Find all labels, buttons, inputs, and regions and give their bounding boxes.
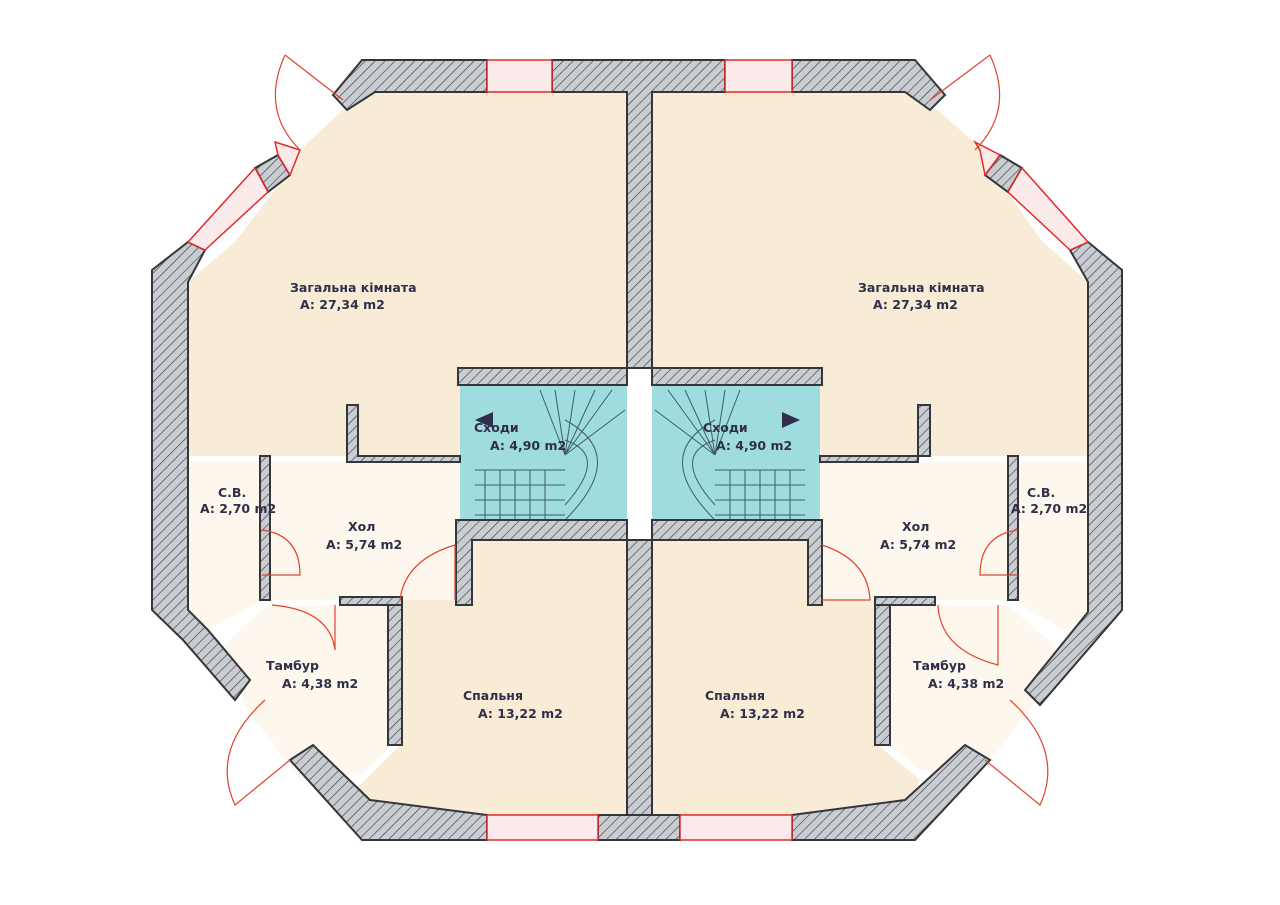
right-vestibule-area: A: 4,38 m2 <box>928 676 1004 691</box>
door-swing-icon <box>226 54 1049 806</box>
left-hall-name: Хол <box>348 519 375 534</box>
right-wc-name: С.В. <box>1027 485 1055 500</box>
right-bedroom-area: A: 13,22 m2 <box>720 706 805 721</box>
left-vestibule-area: A: 4,38 m2 <box>282 676 358 691</box>
right-hall-name: Хол <box>902 519 929 534</box>
left-living-floor <box>188 92 627 456</box>
right-vestibule-name: Тамбур <box>913 658 966 673</box>
left-hall-area: A: 5,74 m2 <box>326 537 402 552</box>
left-bedroom-floor <box>355 540 627 815</box>
right-wc-floor <box>1015 462 1088 632</box>
left-living-name: Загальна кімната <box>290 280 417 295</box>
right-living-floor <box>652 92 1088 456</box>
arrow-icon <box>475 412 493 428</box>
room-labels: Загальна кімната A: 27,34 m2 Загальна кі… <box>200 280 1087 721</box>
left-wc-name: С.В. <box>218 485 246 500</box>
right-stairs-name: Сходи <box>703 420 748 435</box>
left-stairs-name: Сходи <box>474 420 519 435</box>
right-living-area: A: 27,34 m2 <box>873 297 958 312</box>
left-vestibule-floor <box>218 605 392 780</box>
stair-treads <box>475 389 805 521</box>
right-stairs-area: A: 4,90 m2 <box>716 438 792 453</box>
left-living-area: A: 27,34 m2 <box>300 297 385 312</box>
left-hall-floor <box>268 462 460 600</box>
left-stairs-area: A: 4,90 m2 <box>490 438 566 453</box>
arrow-icon <box>782 412 800 428</box>
left-bedroom-area: A: 13,22 m2 <box>478 706 563 721</box>
right-stairs-floor <box>652 385 820 520</box>
left-wc-area: A: 2,70 m2 <box>200 501 276 516</box>
window-icon <box>186 59 1090 841</box>
right-wc-area: A: 2,70 m2 <box>1011 501 1087 516</box>
right-living-name: Загальна кімната <box>858 280 985 295</box>
left-wc-floor <box>188 462 262 630</box>
walls <box>151 59 1123 841</box>
left-bedroom-name: Спальня <box>463 688 523 703</box>
right-hall-area: A: 5,74 m2 <box>880 537 956 552</box>
right-bedroom-name: Спальня <box>705 688 765 703</box>
floors <box>188 92 1088 815</box>
right-hall-floor <box>820 462 1008 600</box>
right-vestibule-floor <box>885 605 1060 780</box>
left-vestibule-name: Тамбур <box>266 658 319 673</box>
right-bedroom-floor <box>652 540 920 815</box>
